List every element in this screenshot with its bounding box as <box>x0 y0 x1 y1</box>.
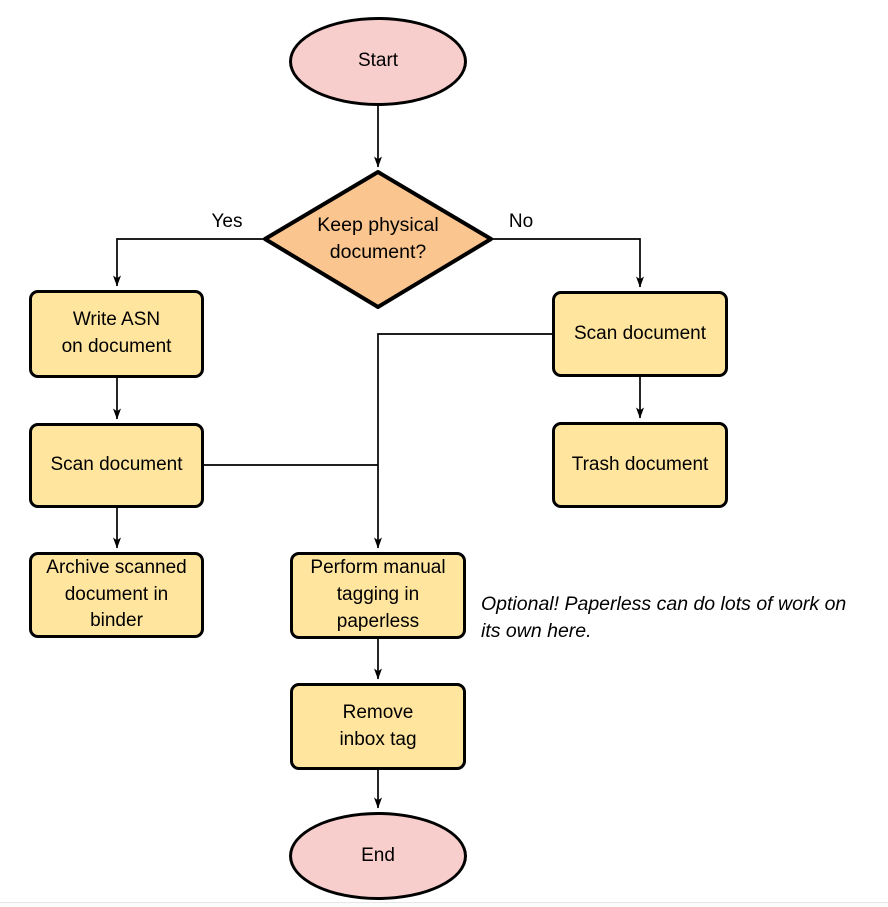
node-write-asn: Write ASN on document <box>29 290 204 378</box>
node-scan-document-left-label: Scan document <box>50 454 183 476</box>
bottom-strip <box>0 903 888 907</box>
node-write-asn-label: Write ASN on document <box>61 309 172 357</box>
edge-decision-no-to-scan-right <box>491 238 644 288</box>
edge-scan-right-to-tagging <box>374 333 552 549</box>
node-trash-document-label: Trash document <box>571 453 709 475</box>
bottom-hairline <box>0 902 888 903</box>
node-end-label: End <box>361 844 395 866</box>
edge-label-no: No <box>508 211 534 232</box>
node-start-label: Start <box>357 50 399 72</box>
decision-diamond <box>263 170 493 309</box>
node-archive-binder-label: Archive scanned document in binder <box>46 556 187 632</box>
node-scan-document-right-label: Scan document <box>573 322 707 344</box>
node-decision-label: Keep physical document? <box>317 213 439 263</box>
node-remove-inbox-tag: Remove inbox tag <box>290 683 466 770</box>
node-manual-tagging-label: Perform manual tagging in paperless <box>310 557 446 632</box>
node-scan-document-left: Scan document <box>29 423 204 508</box>
node-archive-binder: Archive scanned document in binder <box>29 552 204 638</box>
node-manual-tagging: Perform manual tagging in paperless <box>290 552 466 639</box>
node-remove-inbox-tag-label: Remove inbox tag <box>339 701 417 750</box>
node-trash-document: Trash document <box>552 422 728 508</box>
node-start: Start <box>289 17 467 106</box>
node-end: End <box>289 812 467 900</box>
node-scan-document-right: Scan document <box>552 291 728 377</box>
edge-label-yes: Yes <box>211 211 243 232</box>
optional-note: Optional! Paperless can do lots of work … <box>481 593 847 643</box>
edge-decision-yes-to-write-asn <box>113 238 265 287</box>
